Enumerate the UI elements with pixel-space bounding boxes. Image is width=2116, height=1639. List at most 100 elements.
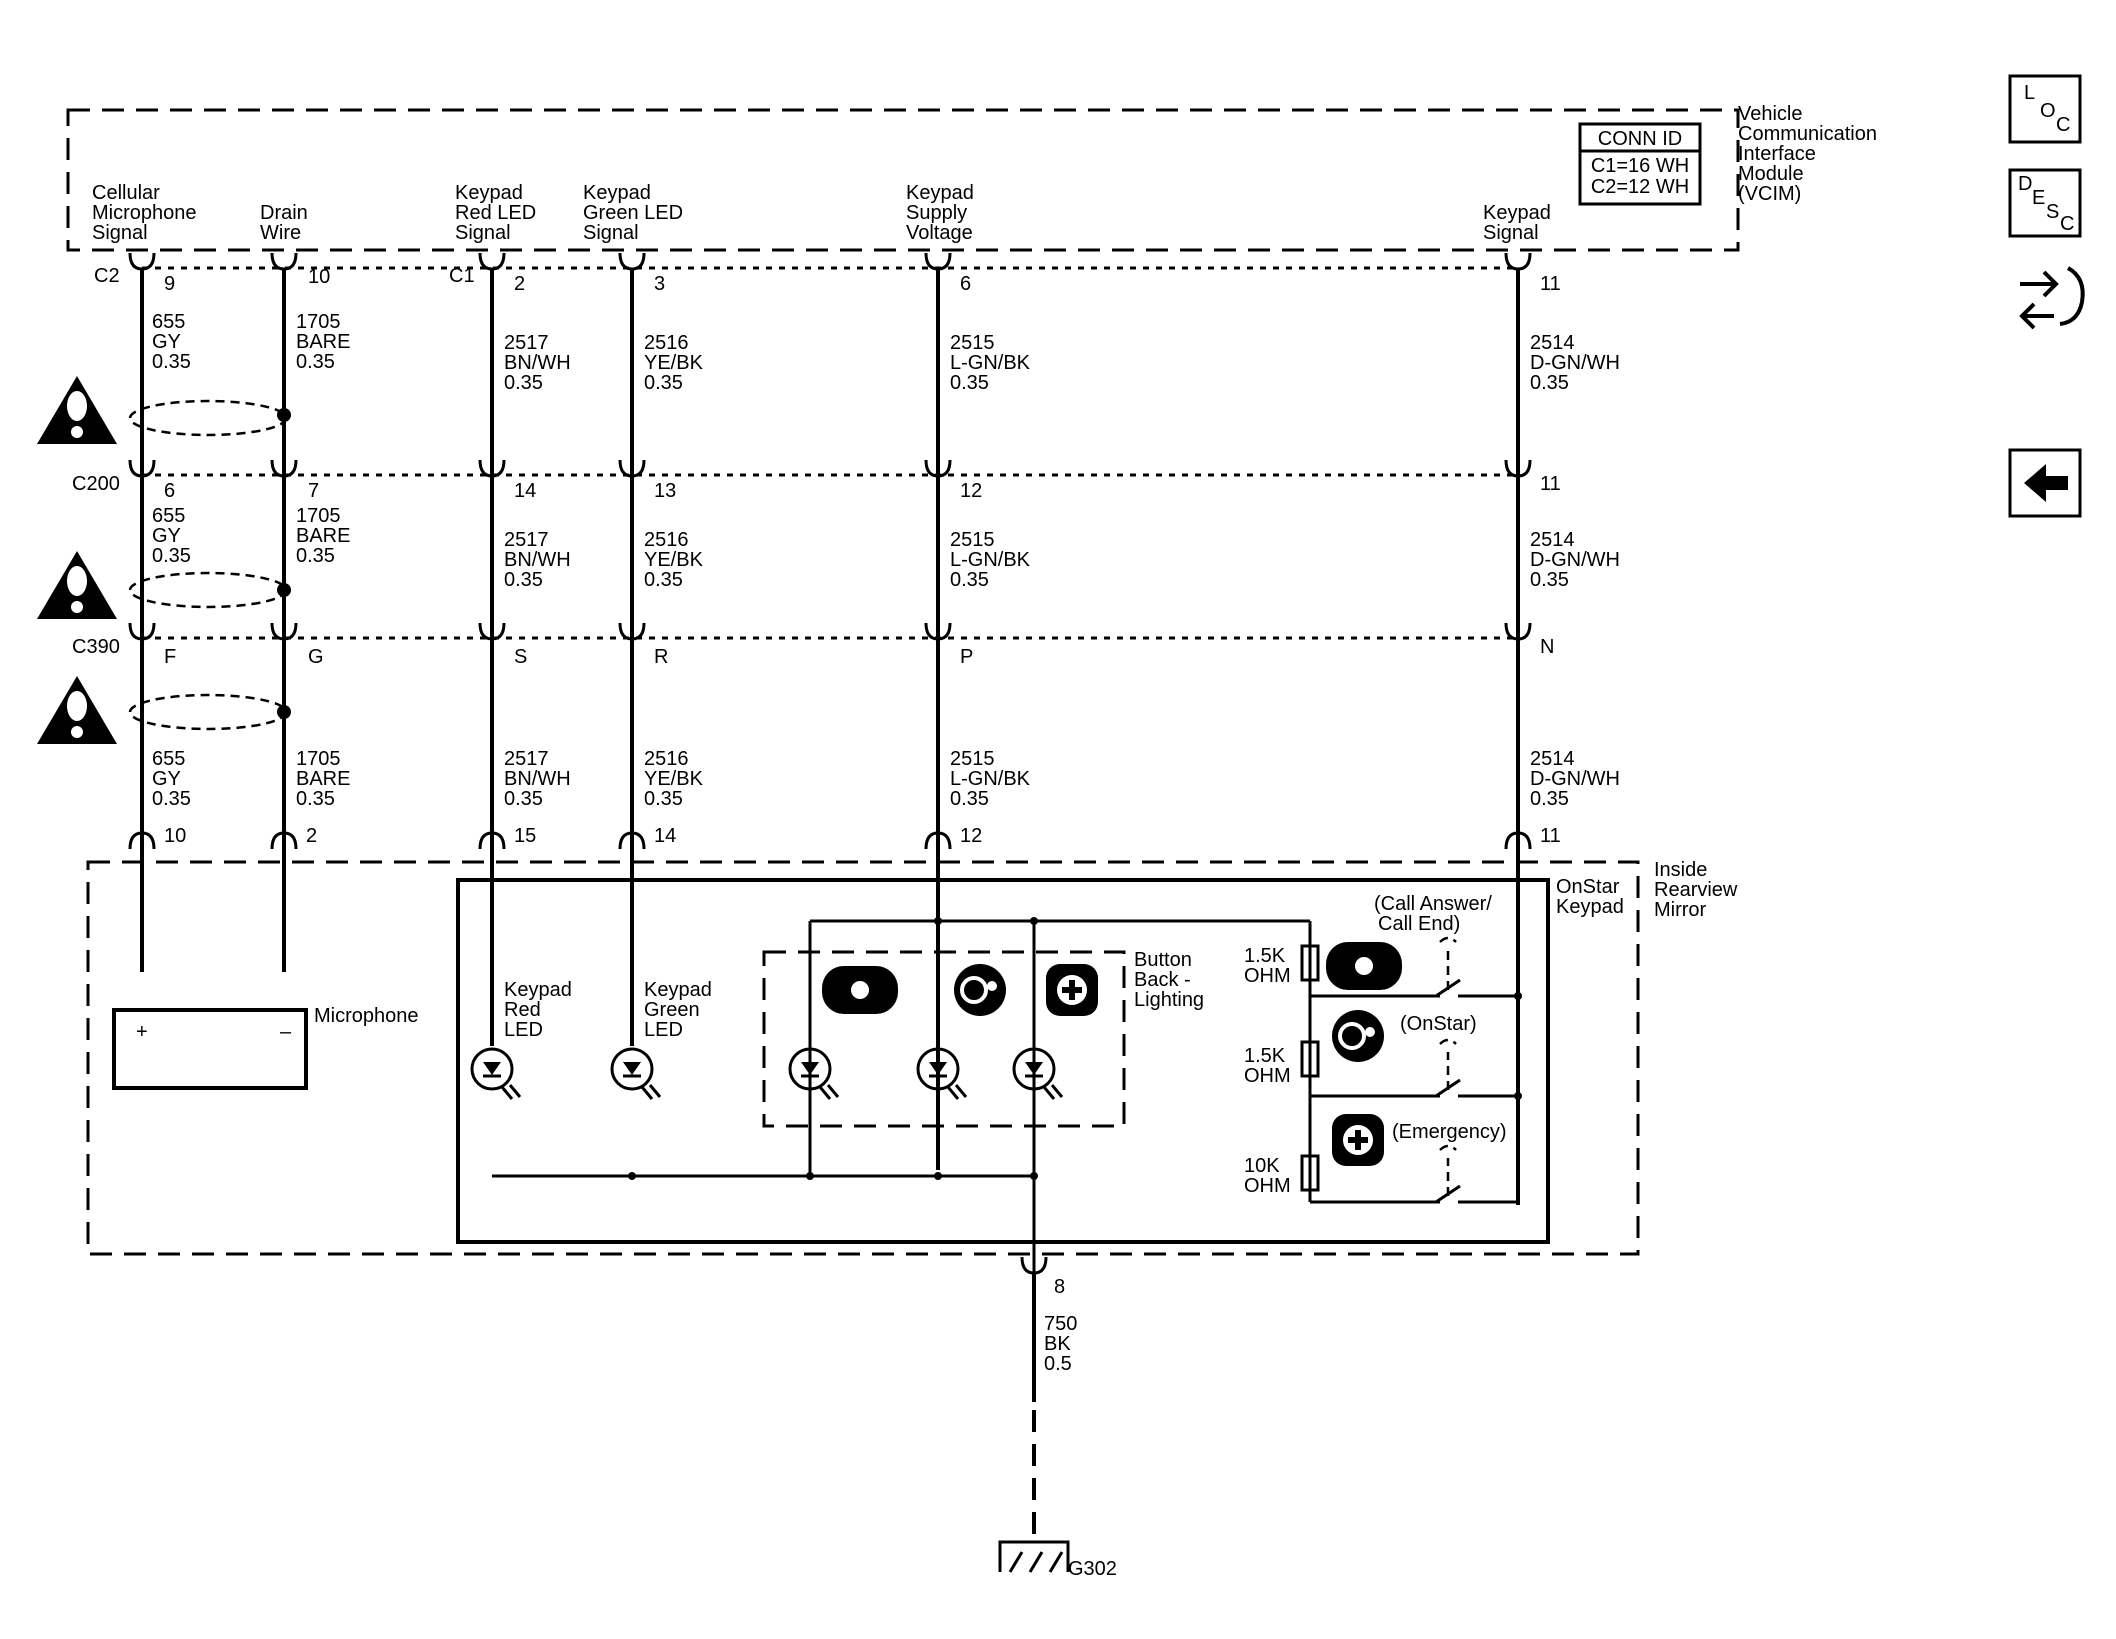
pin-label: 15 (514, 825, 536, 847)
ground-id: G302 (1068, 1558, 1117, 1580)
pin-label: G (308, 646, 324, 668)
pin-label: R (654, 646, 668, 668)
pin-label: 14 (654, 825, 676, 847)
warning-icon (37, 676, 117, 744)
call-answer-label: Call End) (1378, 913, 1460, 935)
switch-ladder (1300, 921, 1522, 1204)
wire-color: BN/WH (504, 549, 571, 571)
pin-numbers: 9 10 2 3 6 11 6 7 14 13 12 11 F G S R P … (164, 266, 1561, 847)
pin-label: 11 (1540, 273, 1561, 295)
warning-icon (37, 551, 117, 619)
backlight-label: Back - (1134, 969, 1191, 991)
wire-gauge: 0.35 (152, 351, 191, 373)
signal-label: Keypad (906, 182, 974, 204)
wire-circuit: 2517 (504, 529, 549, 551)
wire-gauge: 0.35 (644, 788, 683, 810)
wire-gauge: 0.35 (504, 372, 543, 394)
wire-gauge: 0.35 (296, 545, 335, 567)
wire-gauge: 0.35 (296, 788, 335, 810)
microphone: + – Microphone (112, 1005, 419, 1090)
emergency-switch-icon (1332, 1114, 1384, 1166)
wire-circuit: 655 (152, 505, 185, 527)
connector-id-c1: C1 (449, 265, 475, 287)
ground-icon (998, 1540, 1070, 1573)
call-answer-button-icon (1326, 942, 1402, 990)
back-button[interactable] (2008, 448, 2082, 518)
resistor-value: 1.5K (1244, 945, 1286, 967)
red-led-label: LED (504, 1019, 543, 1041)
wire-gauge: 0.35 (1530, 788, 1569, 810)
call-button-icon (822, 966, 898, 1014)
wire-circuit: 2514 (1530, 529, 1575, 551)
wire-color: BARE (296, 525, 350, 547)
mic-minus: – (280, 1021, 292, 1043)
loc-button[interactable]: L O C (2008, 74, 2082, 144)
backlight-group (762, 950, 1126, 1128)
backlight-label: Lighting (1134, 989, 1204, 1011)
microphone-body (112, 1008, 308, 1090)
wire-circuit: 1705 (296, 311, 341, 333)
connector-view-icon (2019, 266, 2085, 330)
mic-plus: + (136, 1021, 148, 1043)
pin-label: 10 (308, 266, 330, 288)
loc-letter: C (2056, 114, 2070, 136)
resistor (1300, 1040, 1320, 1078)
resistor-unit: OHM (1244, 1175, 1291, 1197)
shield-ellipse (128, 693, 288, 731)
wire-circuit: 2517 (504, 748, 549, 770)
red-led-label: Keypad (504, 979, 572, 1001)
resistor (1300, 944, 1320, 982)
wire-circuit: 2515 (950, 748, 995, 770)
wire-color: BK (1044, 1333, 1071, 1355)
wire-gauge: 0.35 (950, 569, 989, 591)
signal-label: Cellular (92, 182, 160, 204)
wire-circuit: 655 (152, 748, 185, 770)
signal-label: Signal (92, 222, 148, 244)
wire-color: GY (152, 525, 181, 547)
vcim-title-line: Vehicle (1738, 103, 1803, 125)
wire-gauge: 0.35 (950, 372, 989, 394)
led-icon (916, 1047, 968, 1100)
desc-letter: S (2046, 201, 2059, 223)
wire-color: GY (152, 768, 181, 790)
wire-labels-segment-2: 655 GY 0.35 1705 BARE 0.35 2517 BN/WH 0.… (152, 505, 1620, 591)
drain-splice-dot (277, 408, 291, 422)
wire-gauge: 0.5 (1044, 1353, 1072, 1375)
keypad-title-line: Keypad (1556, 896, 1624, 918)
pin-label: 9 (164, 273, 175, 295)
drain-splice-dot (277, 705, 291, 719)
conn-id-header: CONN ID (1598, 128, 1682, 150)
signal-label: Keypad (583, 182, 651, 204)
onstar-switch-icon (1332, 1010, 1384, 1062)
wire-circuit: 1705 (296, 505, 341, 527)
desc-letter: C (2060, 213, 2074, 235)
connector-view-button[interactable] (2019, 266, 2085, 330)
wire-gauge: 0.35 (296, 351, 335, 373)
wire-gauge: 0.35 (504, 569, 543, 591)
desc-button[interactable]: D E S C (2008, 168, 2082, 238)
mirror-boundary (86, 860, 1640, 1256)
wire-circuit: 2516 (644, 529, 689, 551)
loc-letter: L (2024, 82, 2035, 104)
wire-circuit: 655 (152, 311, 185, 333)
wire-color: BARE (296, 331, 350, 353)
signal-label: Wire (260, 222, 301, 244)
vcim-title-line: Interface (1738, 143, 1816, 165)
pin-label: 12 (960, 480, 982, 502)
led-icon (470, 1047, 522, 1100)
wire-gauge: 0.35 (644, 372, 683, 394)
loc-letter: O (2040, 100, 2056, 122)
shields (128, 399, 291, 731)
ground-circuit: 8 750 BK 0.5 G302 (998, 1255, 1117, 1580)
resistor-unit: OHM (1244, 965, 1291, 987)
pin-label: 11 (1540, 473, 1561, 495)
shield-ellipse (128, 399, 288, 437)
wire-color: D-GN/WH (1530, 549, 1620, 571)
wire-color: GY (152, 331, 181, 353)
pin-label: 2 (514, 273, 525, 295)
connector-id-c2: C2 (94, 265, 120, 287)
vcim-boundary (66, 108, 1740, 252)
call-answer-label: (Call Answer/ (1374, 893, 1492, 915)
mirror-title-line: Rearview (1654, 879, 1738, 901)
wire-labels-segment-1: 655 GY 0.35 1705 BARE 0.35 2517 BN/WH 0.… (152, 311, 1620, 394)
